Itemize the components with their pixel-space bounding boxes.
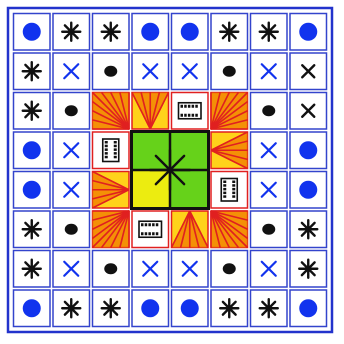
blue-dot-icon bbox=[23, 181, 41, 199]
board-cell-star[interactable] bbox=[53, 14, 90, 51]
board-cell-dot-blue[interactable] bbox=[14, 14, 51, 51]
asterisk-icon bbox=[62, 299, 80, 317]
board-cell-x-blue[interactable] bbox=[53, 53, 90, 90]
black-dot-icon bbox=[104, 66, 117, 77]
board-cell-x-blue[interactable] bbox=[53, 172, 90, 209]
fan-icon[interactable] bbox=[93, 172, 130, 209]
board-cell-star[interactable] bbox=[211, 14, 248, 51]
film-strip-icon[interactable] bbox=[132, 211, 169, 248]
board-cell-x-blue[interactable] bbox=[251, 172, 288, 209]
asterisk-icon bbox=[260, 299, 278, 317]
blue-dot-icon bbox=[181, 299, 199, 317]
fan-icon[interactable] bbox=[211, 132, 248, 169]
blue-dot-icon bbox=[141, 23, 159, 41]
center-star-icon bbox=[150, 150, 190, 190]
board-cell-dot-blue[interactable] bbox=[132, 14, 169, 51]
board-cell-dot-blue[interactable] bbox=[132, 290, 169, 327]
black-dot-icon bbox=[262, 224, 275, 235]
board-cell-x-blue[interactable] bbox=[53, 251, 90, 288]
board-cell-star[interactable] bbox=[93, 14, 130, 51]
board-cell-dot-blue[interactable] bbox=[172, 290, 209, 327]
black-dot-icon bbox=[65, 224, 78, 235]
board-cell-star[interactable] bbox=[14, 53, 51, 90]
blue-dot-icon bbox=[299, 141, 317, 159]
asterisk-icon bbox=[299, 260, 317, 278]
board-cell-star[interactable] bbox=[211, 290, 248, 327]
fan-icon[interactable] bbox=[93, 93, 130, 130]
fan-icon[interactable] bbox=[93, 211, 130, 248]
blue-dot-icon bbox=[299, 299, 317, 317]
board-cell-x-blue[interactable] bbox=[251, 132, 288, 169]
board-cell-star[interactable] bbox=[14, 251, 51, 288]
asterisk-icon bbox=[102, 299, 120, 317]
board-cell-dot-blue[interactable] bbox=[14, 132, 51, 169]
blue-dot-icon bbox=[299, 181, 317, 199]
board-cell-dot-black[interactable] bbox=[53, 211, 90, 248]
film-strip-icon[interactable] bbox=[93, 132, 130, 169]
asterisk-icon bbox=[23, 220, 41, 238]
black-dot-icon bbox=[262, 105, 275, 116]
board-cell-star[interactable] bbox=[251, 290, 288, 327]
board-cell-star[interactable] bbox=[14, 93, 51, 130]
asterisk-icon bbox=[260, 23, 278, 41]
fan-icon[interactable] bbox=[211, 93, 248, 130]
film-strip-icon[interactable] bbox=[211, 172, 248, 209]
board-cell-x-blue[interactable] bbox=[53, 132, 90, 169]
board-cell-dot-blue[interactable] bbox=[290, 172, 327, 209]
board-cell-x-blue[interactable] bbox=[132, 251, 169, 288]
board-cell-dot-black[interactable] bbox=[93, 251, 130, 288]
board-cell-dot-blue[interactable] bbox=[14, 172, 51, 209]
black-dot-icon bbox=[223, 263, 236, 274]
black-dot-icon bbox=[65, 105, 78, 116]
board-cell-dot-black[interactable] bbox=[93, 53, 130, 90]
blue-dot-icon bbox=[299, 23, 317, 41]
asterisk-icon bbox=[23, 62, 41, 80]
board-cell-star[interactable] bbox=[14, 211, 51, 248]
board-cell-dot-black[interactable] bbox=[211, 53, 248, 90]
board-cell-star[interactable] bbox=[251, 14, 288, 51]
board-cell-dot-black[interactable] bbox=[53, 93, 90, 130]
blue-dot-icon bbox=[23, 141, 41, 159]
board-cell-dot-black[interactable] bbox=[251, 211, 288, 248]
board-cell-x-black[interactable] bbox=[290, 53, 327, 90]
blue-dot-icon bbox=[23, 23, 41, 41]
board-cell-dot-blue[interactable] bbox=[14, 290, 51, 327]
board-cell-x-blue[interactable] bbox=[251, 251, 288, 288]
board-cell-star[interactable] bbox=[290, 251, 327, 288]
black-dot-icon bbox=[104, 263, 117, 274]
center-square[interactable] bbox=[132, 132, 209, 209]
asterisk-icon bbox=[102, 23, 120, 41]
board-cell-x-blue[interactable] bbox=[251, 53, 288, 90]
board-cell-dot-black[interactable] bbox=[251, 93, 288, 130]
board-cell-dot-black[interactable] bbox=[211, 251, 248, 288]
board-cell-dot-blue[interactable] bbox=[290, 14, 327, 51]
board-cell-x-blue[interactable] bbox=[172, 251, 209, 288]
fan-icon[interactable] bbox=[211, 211, 248, 248]
blue-dot-icon bbox=[141, 299, 159, 317]
board-cell-star[interactable] bbox=[53, 290, 90, 327]
board-cell-dot-blue[interactable] bbox=[290, 132, 327, 169]
film-strip-icon[interactable] bbox=[172, 93, 209, 130]
asterisk-icon bbox=[23, 102, 41, 120]
board-cell-x-blue[interactable] bbox=[172, 53, 209, 90]
asterisk-icon bbox=[220, 23, 238, 41]
asterisk-icon bbox=[220, 299, 238, 317]
board-cell-dot-blue[interactable] bbox=[172, 14, 209, 51]
board-cell-x-blue[interactable] bbox=[132, 53, 169, 90]
board-cell-dot-blue[interactable] bbox=[290, 290, 327, 327]
asterisk-icon bbox=[62, 23, 80, 41]
board-cell-star[interactable] bbox=[93, 290, 130, 327]
blue-dot-icon bbox=[181, 23, 199, 41]
fan-icon[interactable] bbox=[172, 211, 209, 248]
asterisk-icon bbox=[299, 220, 317, 238]
black-dot-icon bbox=[223, 66, 236, 77]
fan-icon[interactable] bbox=[132, 93, 169, 130]
board-cell-x-black[interactable] bbox=[290, 93, 327, 130]
blue-dot-icon bbox=[23, 299, 41, 317]
board-cell-star[interactable] bbox=[290, 211, 327, 248]
asterisk-icon bbox=[23, 260, 41, 278]
